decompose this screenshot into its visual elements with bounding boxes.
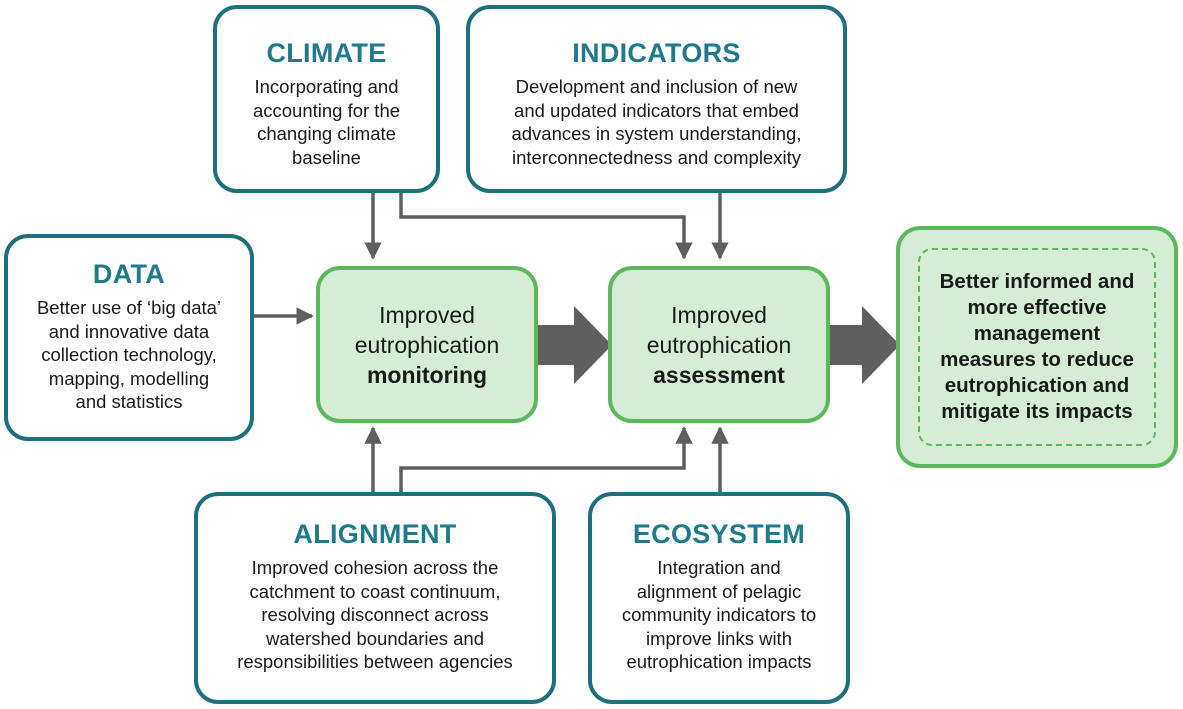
monitoring-keyword: monitoring [366,362,488,388]
alignment-title: ALIGNMENT [293,519,457,549]
assessment-keyword: assessment [653,362,785,388]
climate-box: CLIMATE Incorporating and accounting for… [213,5,440,193]
indicators-description: Development and inclusion of new and upd… [511,76,802,168]
alignment-box: ALIGNMENT Improved cohesion across the c… [194,492,556,704]
outcome-box: Better informed and more effective manag… [896,226,1178,468]
block-arrow-assessment-to-outcome [826,306,900,384]
ecosystem-box: ECOSYSTEM Integration and alignment of p… [588,492,850,704]
climate-title: CLIMATE [266,38,387,68]
outcome-text: Better informed and more effective manag… [939,270,1135,423]
data-description: Better use of ‘big data’ and innovative … [36,297,222,412]
climate-description: Incorporating and accounting for the cha… [252,76,401,168]
data-title: DATA [92,259,166,289]
indicators-title: INDICATORS [572,38,741,68]
arrow-alignment-to-assessment [399,426,693,492]
outcome-dashed-frame: Better informed and more effective manag… [918,248,1156,446]
alignment-description: Improved cohesion across the catchment t… [237,557,513,672]
arrow-climate-to-assessment [399,192,693,260]
ecosystem-title: ECOSYSTEM [632,519,806,549]
assessment-box: Improved eutrophication assessment [608,266,830,423]
monitoring-box: Improved eutrophication monitoring [316,266,538,423]
block-arrow-monitoring-to-assessment [538,306,612,384]
indicators-box: INDICATORS Development and inclusion of … [466,5,847,193]
data-box: DATA Better use of ‘big data’ and innova… [4,234,254,441]
ecosystem-description: Integration and alignment of pelagic com… [621,557,817,672]
